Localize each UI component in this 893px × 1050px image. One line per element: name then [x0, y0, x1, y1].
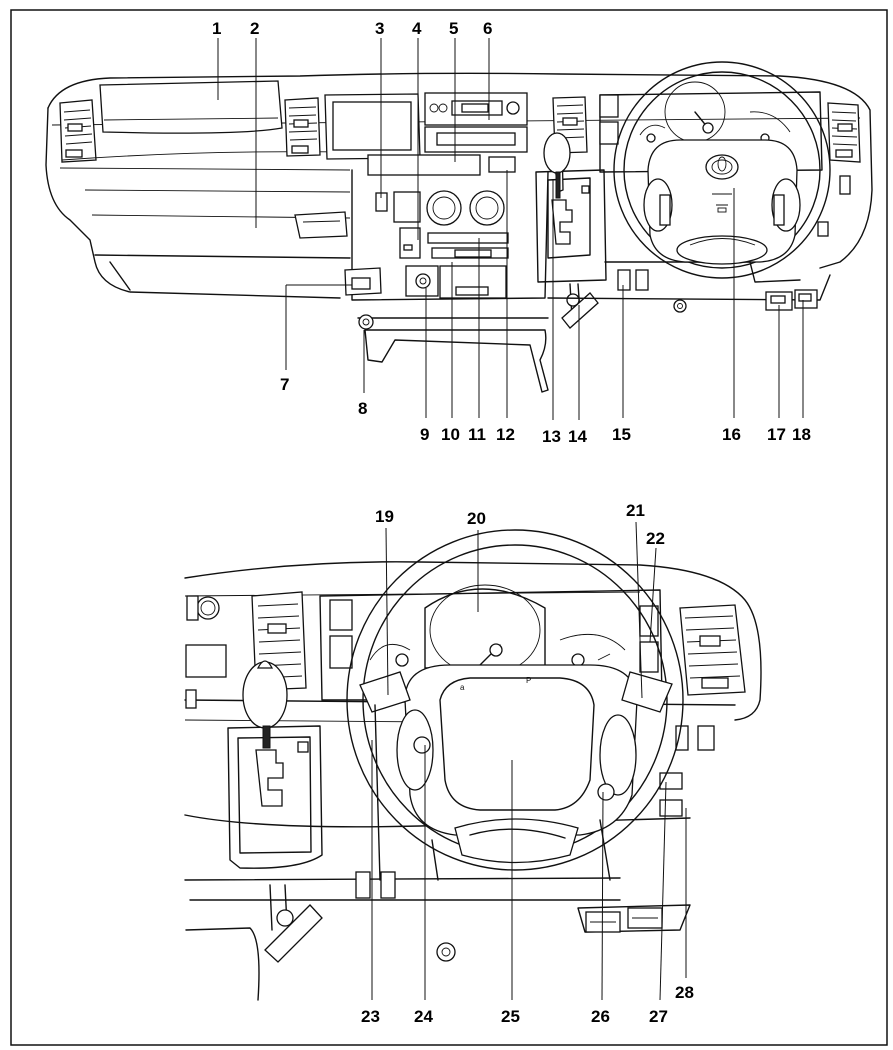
upper-glove-box — [99, 80, 283, 134]
dashboard-overview — [45, 38, 873, 420]
closeup-shift-lever — [227, 660, 323, 869]
callout-4: 4 — [412, 19, 422, 38]
leader-lines-top — [217, 38, 804, 420]
callout-18: 18 — [792, 425, 811, 444]
heater-dial-left — [426, 190, 462, 226]
closeup-right-air-vent — [679, 604, 746, 696]
heater-dial-right — [469, 190, 505, 226]
callout-23: 23 — [361, 1007, 380, 1026]
callout-27: 27 — [649, 1007, 668, 1026]
toyota-logo-icon — [705, 154, 739, 180]
closeup-key-cylinder — [436, 942, 456, 962]
switch-15-right — [635, 269, 649, 291]
callout-12: 12 — [496, 425, 515, 444]
callout-28: 28 — [675, 983, 694, 1002]
callout-22: 22 — [646, 529, 665, 548]
switch-15-left — [617, 269, 631, 291]
hazard-switch — [488, 156, 516, 173]
callout-17: 17 — [767, 425, 786, 444]
heater-lever-panel — [427, 232, 509, 244]
instrument-cluster — [599, 81, 823, 173]
callout-26: 26 — [591, 1007, 610, 1026]
hood-release — [358, 314, 374, 330]
hazard-switch-area — [367, 154, 481, 176]
callout-5: 5 — [449, 19, 458, 38]
cigarette-lighter — [415, 273, 431, 289]
dashboard-closeup: a P — [184, 521, 762, 1001]
callout-8: 8 — [358, 399, 367, 418]
callout-13: 13 — [542, 427, 561, 446]
audio-unit — [424, 92, 528, 153]
callout-labels: 1 2 3 4 5 6 7 8 9 10 11 12 13 14 15 16 1… — [212, 19, 811, 1026]
callout-14: 14 — [568, 427, 587, 446]
callout-25: 25 — [501, 1007, 520, 1026]
callout-6: 6 — [483, 19, 492, 38]
closeup-steering-wheel: a P — [346, 529, 684, 871]
callout-20: 20 — [467, 509, 486, 528]
callout-9: 9 — [420, 425, 429, 444]
callout-10: 10 — [441, 425, 460, 444]
callout-16: 16 — [722, 425, 741, 444]
closeup-parking-brake — [185, 884, 323, 1001]
left-air-vent — [59, 99, 97, 163]
svg-text:a: a — [460, 683, 465, 692]
leader-lines-bottom — [371, 521, 687, 1001]
right-air-vent — [817, 102, 861, 237]
steering-wheel — [613, 61, 831, 279]
callout-19: 19 — [375, 507, 394, 526]
callout-11: 11 — [468, 425, 486, 444]
adjust-switch-28 — [659, 799, 683, 817]
figure-border — [10, 9, 888, 1046]
callout-21: 21 — [626, 501, 645, 520]
svg-text:P: P — [526, 676, 531, 685]
center-left-air-vent — [284, 97, 321, 157]
callout-24: 24 — [414, 1007, 433, 1026]
callout-3: 3 — [375, 19, 384, 38]
parking-brake-lever — [561, 283, 599, 329]
center-console — [357, 317, 549, 393]
callout-1: 1 — [212, 19, 221, 38]
callout-2: 2 — [250, 19, 259, 38]
callout-7: 7 — [280, 375, 289, 394]
key-cylinder — [673, 299, 687, 313]
callout-15: 15 — [612, 425, 631, 444]
shift-lever — [535, 132, 607, 283]
